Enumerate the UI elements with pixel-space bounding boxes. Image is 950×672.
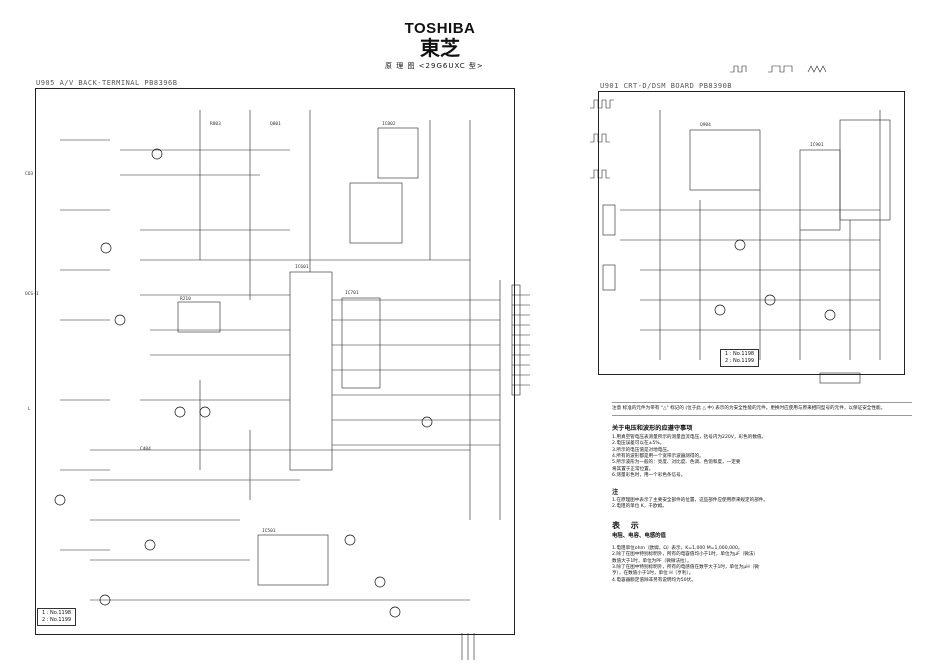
- section2-title: 注: [612, 488, 619, 496]
- svg-text:IC901: IC901: [810, 142, 824, 148]
- svg-text:Q904: Q904: [700, 122, 711, 128]
- left-version-2: 2 : No.1199: [42, 617, 72, 623]
- brand-name-en: TOSHIBA: [404, 20, 476, 37]
- left-version-box: 1 : No.1198 2 : No.1199: [37, 608, 77, 626]
- section1-item: 将其置于正常位置。: [612, 466, 654, 472]
- right-version-1: 1 : No.1198: [725, 351, 755, 357]
- svg-text:IC501: IC501: [262, 528, 276, 534]
- section3-item: 亨），在数值小于1时，单位 H（亨利）。: [612, 571, 694, 577]
- section1-title: 关于电压和波形的应遵守事项: [612, 425, 693, 433]
- section2-item: 1.在原理图中表示了主要安全部件的位置，这些部件应使用原来规定的部件。: [612, 498, 768, 504]
- crt-dsm-board-schematic: [598, 91, 905, 375]
- svg-text:IC701: IC701: [345, 290, 359, 296]
- side-label-co3: CO3: [25, 171, 33, 177]
- section1-item: 2.电压误差可以在±5%。: [612, 441, 665, 447]
- section1-item: 1.用真空管电压表测量所示的测量直流电压，括号内为220V，彩色的数值。: [612, 434, 767, 440]
- svg-text:R210: R210: [180, 296, 191, 302]
- left-board-label: U905 A/V BACK-TERMINAL PB8396B: [36, 79, 178, 87]
- svg-text:R803: R803: [210, 121, 221, 127]
- ic-secondary: [341, 297, 381, 389]
- ic-bottom: [257, 534, 329, 586]
- svg-text:Q801: Q801: [270, 121, 281, 127]
- section3-item: 3.除了在图中特别标明外，所有的电感值在数字大于1时，单位为μH（微: [612, 564, 759, 570]
- document-title: 原 理 图 <29G6UXC 型>: [385, 62, 484, 70]
- section3-subtitle: 电阻、电容、电感的值: [612, 533, 666, 540]
- side-label-ocs1: OCS-1: [25, 291, 39, 297]
- right-version-box: 1 : No.1198 2 : No.1199: [720, 349, 760, 367]
- section3-title: 表 示: [612, 520, 643, 530]
- caution-note: 注意 标准的元件为带有 "△" 标记的 (位于此 △ 中) 表示的为安全性能的元…: [612, 402, 912, 417]
- notes-panel: 注意 标准的元件为带有 "△" 标记的 (位于此 △ 中) 表示的为安全性能的元…: [612, 402, 912, 584]
- side-label-l: L: [28, 406, 31, 412]
- svg-text:C404: C404: [140, 446, 151, 452]
- section3-item: 4.电容器额定值除非另有说明均为50伏。: [612, 577, 696, 583]
- svg-text:IC802: IC802: [382, 121, 396, 127]
- section1-item: 4.所有的波形都是用一个宽带示波器测得的。: [612, 454, 704, 460]
- right-board-label: U901 CRT-D/DSM BOARD PB8390B: [600, 82, 733, 90]
- av-back-terminal-schematic: [35, 88, 515, 635]
- right-version-2: 2 : No.1199: [725, 358, 755, 364]
- section3-item: 数值大于1时，单位为PF（微微法拉）。: [612, 558, 692, 564]
- section2-item: 2.电阻的单位 K，千欧姆。: [612, 504, 667, 510]
- ic-main-left: [289, 271, 333, 471]
- svg-text:IC601: IC601: [295, 264, 309, 270]
- section1-item: 3.所示的电压值是对地电压。: [612, 447, 672, 453]
- brand-name-zh: 東芝: [420, 36, 460, 60]
- left-version-1: 1 : No.1198: [42, 610, 72, 616]
- section1-item: 6.测量彩色时，用一个彩色条信号。: [612, 473, 686, 479]
- section1-item: 5.所示波形为一般的：亮度、对比度、色调、色饱和度，一定要: [612, 460, 741, 466]
- section3-item: 1.电阻单位ohm（欧姆，Ω）表示，K=1,000 M=1,000,000。: [612, 545, 743, 551]
- section3-item: 2.除了在图中特别标明外，所有的电容值均小于1时，单位为μF（微法）: [612, 552, 759, 558]
- brand-logo: TOSHIBA 東芝: [385, 20, 495, 59]
